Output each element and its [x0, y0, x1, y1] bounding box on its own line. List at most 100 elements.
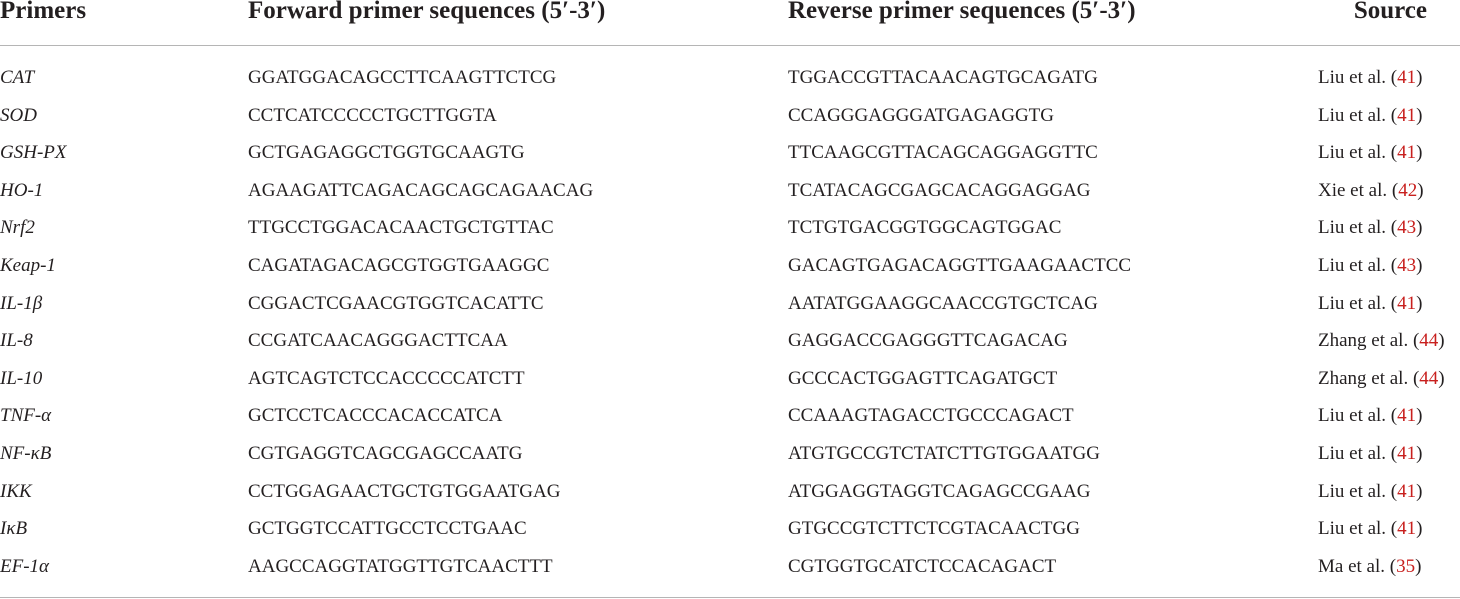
source-author: Zhang et al. ( [1318, 367, 1420, 389]
primer-name: IL-8 [0, 330, 33, 352]
table-row: Nrf2 TTGCCTGGACACAACTGCTGTTAC TCTGTGACGGTG… [0, 209, 1460, 247]
primer-name: IKK [0, 480, 32, 502]
source-author: Liu et al. ( [1318, 292, 1398, 314]
forward-sequence: CGTGAGGTCAGCGAGCCAATG [248, 442, 523, 464]
table-bottom-rule [0, 597, 1460, 598]
source-close-paren: ) [1416, 142, 1423, 164]
reverse-sequence: GACAGTGAGACAGGTTGAAGAACTCC [788, 254, 1132, 276]
source-close-paren: ) [1416, 480, 1423, 502]
source-citation: Liu et al. (41) [1318, 435, 1422, 473]
table-header-row: Primers Forward primer sequences (5′-3′)… [0, 0, 1460, 30]
forward-sequence: CCGATCAACAGGGACTTCAA [248, 330, 508, 352]
reference-link[interactable]: 44 [1419, 367, 1439, 389]
reference-link[interactable]: 41 [1397, 142, 1417, 164]
reference-link[interactable]: 41 [1397, 292, 1417, 314]
source-citation: Liu et al. (43) [1318, 247, 1422, 285]
primer-name: TNF-α [0, 405, 52, 427]
reference-link[interactable]: 44 [1419, 330, 1439, 352]
primer-name: SOD [0, 104, 37, 126]
source-close-paren: ) [1438, 330, 1445, 352]
header-source: Source [1353, 0, 1427, 24]
primer-name: CAT [0, 67, 35, 88]
reference-link[interactable]: 41 [1397, 480, 1417, 502]
source-citation: Liu et al. (43) [1318, 209, 1422, 247]
reference-link[interactable]: 41 [1397, 67, 1417, 88]
primer-name: GSH-PX [0, 142, 67, 164]
primer-name: HO-1 [0, 179, 44, 201]
source-close-paren: ) [1416, 292, 1423, 314]
reverse-sequence: GAGGACCGAGGGTTCAGACAG [788, 330, 1068, 352]
reference-link[interactable]: 41 [1397, 442, 1417, 464]
source-close-paren: ) [1416, 405, 1423, 427]
source-close-paren: ) [1416, 104, 1423, 126]
source-citation: Zhang et al. (44) [1318, 360, 1445, 398]
source-citation: Liu et al. (41) [1318, 97, 1422, 135]
source-close-paren: ) [1417, 179, 1424, 201]
source-citation: Xie et al. (42) [1318, 172, 1424, 210]
table-row: EF-1α AAGCCAGGTATGGTTGTCAACTTT CGTGGTGCATC… [0, 548, 1460, 586]
table-row: IKK CCTGGAGAACTGCTGTGGAATGAG ATGGAGGTAGGTC… [0, 473, 1460, 511]
primer-name: IL-10 [0, 367, 43, 389]
reverse-sequence: CGTGGTGCATCTCCACAGACT [788, 555, 1057, 577]
forward-sequence: GCTCCTCACCCACACCATCA [248, 405, 503, 427]
reference-link[interactable]: 41 [1397, 104, 1417, 126]
header-reverse-primer: Reverse primer sequences (5′-3′) [788, 0, 1136, 24]
source-citation: Liu et al. (41) [1318, 397, 1422, 435]
forward-sequence: TTGCCTGGACACAACTGCTGTTAC [248, 217, 554, 239]
reference-link[interactable]: 43 [1397, 217, 1417, 239]
reference-link[interactable]: 41 [1397, 405, 1417, 427]
source-close-paren: ) [1438, 367, 1445, 389]
forward-sequence: CGGACTCGAACGTGGTCACATTC [248, 292, 544, 314]
forward-sequence: CCTGGAGAACTGCTGTGGAATGAG [248, 480, 561, 502]
source-author: Liu et al. ( [1318, 405, 1398, 427]
reverse-sequence: GCCCACTGGAGTTCAGATGCT [788, 367, 1058, 389]
reference-link[interactable]: 43 [1397, 254, 1417, 276]
source-author: Liu et al. ( [1318, 104, 1398, 126]
source-citation: Liu et al. (41) [1318, 510, 1422, 548]
source-close-paren: ) [1416, 217, 1423, 239]
source-close-paren: ) [1416, 67, 1423, 88]
reverse-sequence: CCAAAGTAGACCTGCCCAGACT [788, 405, 1074, 427]
reverse-sequence: TTCAAGCGTTACAGCAGGAGGTTC [788, 142, 1098, 164]
source-close-paren: ) [1416, 518, 1423, 540]
primer-name: Keap-1 [0, 254, 56, 276]
source-close-paren: ) [1416, 442, 1423, 464]
source-citation: Liu et al. (41) [1318, 473, 1422, 511]
table-row: TNF-α GCTCCTCACCCACACCATCA CCAAAGTAGACCTGC… [0, 397, 1460, 435]
forward-sequence: AAGCCAGGTATGGTTGTCAACTTT [248, 555, 553, 577]
reverse-sequence: AATATGGAAGGCAACCGTGCTCAG [788, 292, 1098, 314]
source-citation: Ma et al. (35) [1318, 548, 1421, 586]
source-author: Liu et al. ( [1318, 67, 1398, 88]
reference-link[interactable]: 35 [1396, 555, 1416, 577]
forward-sequence: GCTGGTCCATTGCCTCCTGAAC [248, 518, 527, 540]
source-author: Liu et al. ( [1318, 254, 1398, 276]
forward-sequence: AGAAGATTCAGACAGCAGCAGAACAG [248, 179, 594, 201]
source-close-paren: ) [1416, 254, 1423, 276]
reverse-sequence: ATGGAGGTAGGTCAGAGCCGAAG [788, 480, 1091, 502]
reference-link[interactable]: 42 [1398, 179, 1418, 201]
header-divider [0, 45, 1460, 46]
source-citation: Zhang et al. (44) [1318, 322, 1445, 360]
forward-sequence: CCTCATCCCCCTGCTTGGTA [248, 104, 497, 126]
reverse-sequence: GTGCCGTCTTCTCGTACAACTGG [788, 518, 1080, 540]
primer-name: EF-1α [0, 555, 50, 577]
reverse-sequence: TCATACAGCGAGCACAGGAGGAG [788, 179, 1091, 201]
source-author: Liu et al. ( [1318, 518, 1398, 540]
source-author: Liu et al. ( [1318, 442, 1398, 464]
reference-link[interactable]: 41 [1397, 518, 1417, 540]
reverse-sequence: CCAGGGAGGGATGAGAGGTG [788, 104, 1054, 126]
reverse-sequence: TCTGTGACGGTGGCAGTGGAC [788, 217, 1062, 239]
source-author: Ma et al. ( [1318, 555, 1397, 577]
source-author: Liu et al. ( [1318, 480, 1398, 502]
primer-name: Nrf2 [0, 217, 35, 239]
forward-sequence: GGATGGACAGCCTTCAAGTTCTCG [248, 67, 557, 88]
source-author: Xie et al. ( [1318, 179, 1399, 201]
